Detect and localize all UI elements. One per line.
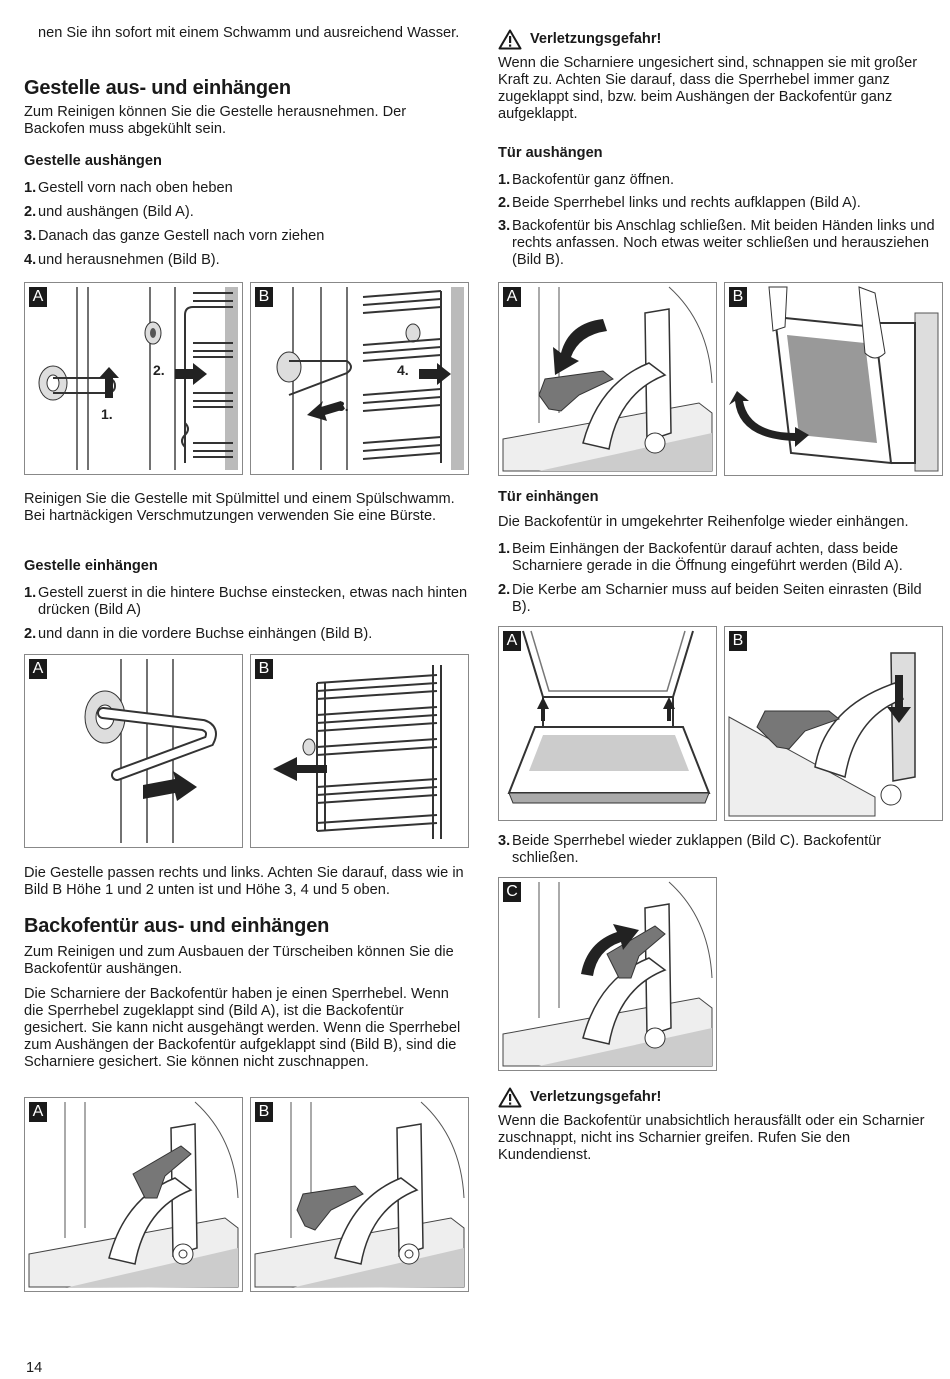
cleaning-text: Reinigen Sie die Gestelle mit Spülmittel…	[24, 491, 455, 524]
insert-door-steps: 1.Beim Einhängen der Backofentür darauf …	[498, 541, 944, 616]
hinge-open-illustration	[254, 1101, 465, 1288]
warning-title: Verletzungsgefahr!	[530, 30, 662, 47]
figure-remove-rack-a: 1. 2. A	[24, 282, 243, 475]
warning-title: Verletzungsgefahr!	[530, 1088, 662, 1105]
door-hinges-align-illustration	[507, 630, 711, 804]
figure-remove-rack-b: 3. 4. B	[250, 282, 469, 475]
list-item: 1.Gestell zuerst in die hintere Buchse e…	[24, 585, 468, 618]
page-number: 14	[26, 1360, 43, 1376]
figure-insert-door-a: A	[498, 626, 717, 821]
figure-label: A	[503, 287, 521, 307]
rack-insert-front-illustration	[273, 659, 464, 843]
list-item: 2.und aushängen (Bild A).	[24, 204, 194, 220]
door-lift-out-illustration	[729, 286, 939, 472]
list-item: 1.Backofentür ganz öffnen.	[498, 172, 674, 188]
figure-label: B	[255, 287, 273, 307]
remove-door-steps: 1.Backofentür ganz öffnen. 2.Beide Sperr…	[498, 172, 944, 269]
list-item: 3.Backofentür bis Anschlag schließen. Mi…	[498, 218, 935, 268]
figure-label: C	[503, 882, 521, 902]
section-title-oven-door: Backofentür aus- und einhängen	[24, 915, 330, 937]
warning-heading: Verletzungsgefahr!	[498, 1086, 944, 1108]
figure-label: A	[29, 287, 47, 307]
list-item: 3.Beide Sperrhebel wieder zuklappen (Bil…	[498, 833, 882, 866]
subheading-insert-door: Tür einhängen	[498, 489, 599, 505]
lever-close-illustration	[502, 881, 713, 1067]
intro-text: nen Sie ihn sofort mit einem Schwamm und…	[38, 25, 460, 41]
section-title-racks: Gestelle aus- und einhängen	[24, 77, 291, 99]
list-item: 3.Danach das ganze Gestell nach vorn zie…	[24, 228, 325, 244]
figure-hinge-lever-a: A	[24, 1097, 243, 1292]
rack-insert-rear-illustration	[84, 659, 217, 843]
step-label: 1.	[101, 406, 113, 422]
rack-lift-illustration: 1. 2.	[29, 287, 238, 470]
rack-pull-illustration: 3. 4.	[276, 287, 464, 470]
lever-open-illustration	[502, 286, 713, 472]
door-intro: Zum Reinigen und zum Ausbauen der Türsch…	[24, 944, 454, 977]
list-item: 4.und herausnehmen (Bild B).	[24, 252, 220, 268]
insert-door-text: Die Backofentür in umgekehrter Reihenfol…	[498, 514, 909, 530]
figure-close-lever-c: C	[498, 877, 717, 1071]
rack-note: Die Gestelle passen rechts und links. Ac…	[24, 865, 464, 898]
list-item: 1.Beim Einhängen der Backofentür darauf …	[498, 541, 903, 574]
subheading-insert-racks: Gestelle einhängen	[24, 558, 158, 574]
figure-label: B	[255, 1102, 273, 1122]
list-item: 1.Gestell vorn nach oben heben	[24, 180, 233, 196]
figure-remove-door-a: A	[498, 282, 717, 476]
figure-label: B	[729, 631, 747, 651]
step-label: 4.	[397, 362, 409, 378]
figure-insert-rack-b: B	[250, 654, 469, 848]
figure-label: A	[29, 1102, 47, 1122]
racks-intro: Zum Reinigen können Sie die Gestelle her…	[24, 104, 407, 137]
figure-hinge-lever-b: B	[250, 1097, 469, 1292]
warning-heading: Verletzungsgefahr!	[498, 28, 944, 50]
figure-remove-door-b: B	[724, 282, 943, 476]
step-label: 3.	[337, 398, 349, 414]
hinge-closed-illustration	[28, 1101, 239, 1288]
warning-text: Wenn die Backofentür unabsichtlich herau…	[498, 1113, 925, 1163]
warning-triangle-icon	[498, 29, 522, 49]
figure-label: A	[29, 659, 47, 679]
figure-label: B	[729, 287, 747, 307]
figure-label: A	[503, 631, 521, 651]
insert-racks-steps: 1.Gestell zuerst in die hintere Buchse e…	[24, 585, 470, 643]
list-item: 2.und dann in die vordere Buchse einhäng…	[24, 626, 373, 642]
warning-triangle-icon	[498, 1087, 522, 1107]
remove-racks-steps: 1.Gestell vorn nach oben heben 2.und aus…	[24, 180, 470, 269]
warning-text: Wenn die Scharniere ungesichert sind, sc…	[498, 55, 918, 122]
subheading-remove-door: Tür aushängen	[498, 145, 603, 161]
subheading-remove-racks: Gestelle aushängen	[24, 153, 162, 169]
door-hinge-text: Die Scharniere der Backofentür haben je …	[24, 986, 461, 1070]
hinge-notch-illustration	[728, 652, 916, 817]
figure-insert-rack-a: A	[24, 654, 243, 848]
figure-label: B	[255, 659, 273, 679]
close-door-steps: 3.Beide Sperrhebel wieder zuklappen (Bil…	[498, 833, 944, 867]
list-item: 2.Die Kerbe am Scharnier muss auf beiden…	[498, 582, 922, 615]
figure-insert-door-b: B	[724, 626, 943, 821]
list-item: 2.Beide Sperrhebel links und rechts aufk…	[498, 195, 861, 211]
step-label: 2.	[153, 362, 165, 378]
